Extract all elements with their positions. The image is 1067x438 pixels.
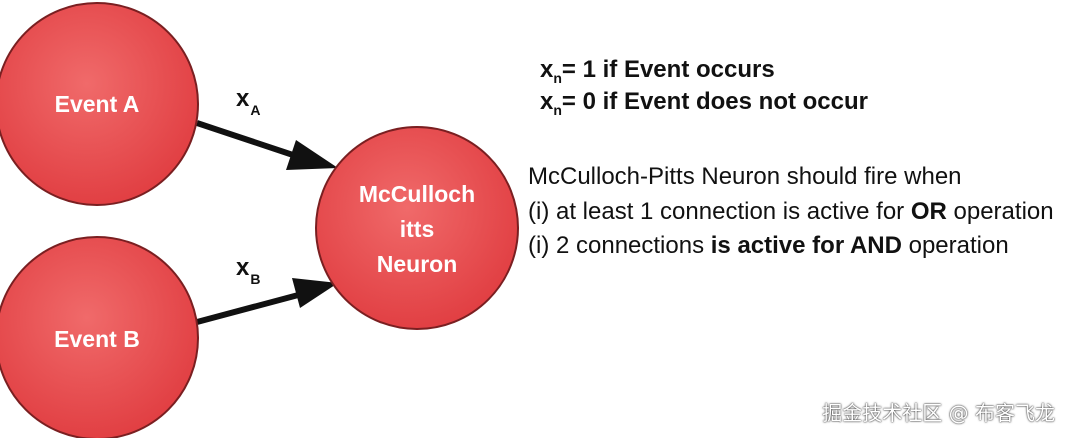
edge-a xyxy=(196,120,338,170)
neuron-label-line1: McCulloch xyxy=(359,181,475,207)
node-event-a-label: Event A xyxy=(55,91,140,117)
rule-not-occur-var: x xyxy=(540,88,554,115)
rule-not-occur: xn= 0 if Event does not occur xyxy=(540,88,868,118)
edge-b-label: xB xyxy=(236,254,260,287)
node-neuron: McCulloch itts Neuron xyxy=(315,126,519,330)
description-line1: McCulloch-Pitts Neuron should fire when xyxy=(528,163,962,190)
edge-a-label: xA xyxy=(236,85,260,118)
description-line3: (i) 2 connections is active for AND oper… xyxy=(528,232,1009,259)
neuron-label-line2: itts xyxy=(400,216,435,242)
edge-b-var: x xyxy=(236,254,250,281)
node-event-a: Event A xyxy=(0,2,199,206)
rule-occurs-text: = 1 if Event occurs xyxy=(561,56,775,83)
edge-a-sub: A xyxy=(250,102,260,118)
edge-b-sub: B xyxy=(250,271,260,287)
or-keyword: OR xyxy=(910,198,947,225)
description-line2: (i) at least 1 connection is active for … xyxy=(528,198,1054,225)
rule-not-occur-text: = 0 if Event does not occur xyxy=(561,88,868,115)
node-event-b: Event B xyxy=(0,236,199,438)
edge-b xyxy=(196,278,338,325)
watermark: 掘金技术社区 @ 布客飞龙 xyxy=(822,401,1055,425)
edge-a-var: x xyxy=(236,85,250,112)
neuron-label-line3: Neuron xyxy=(377,251,458,277)
rule-not-occur-sub: n xyxy=(553,102,562,118)
and-keyword: AND xyxy=(849,232,902,259)
rule-occurs-sub: n xyxy=(553,70,562,86)
rule-occurs-var: x xyxy=(540,56,554,83)
node-event-b-label: Event B xyxy=(54,326,140,352)
rule-occurs: xn= 1 if Event occurs xyxy=(540,56,775,86)
